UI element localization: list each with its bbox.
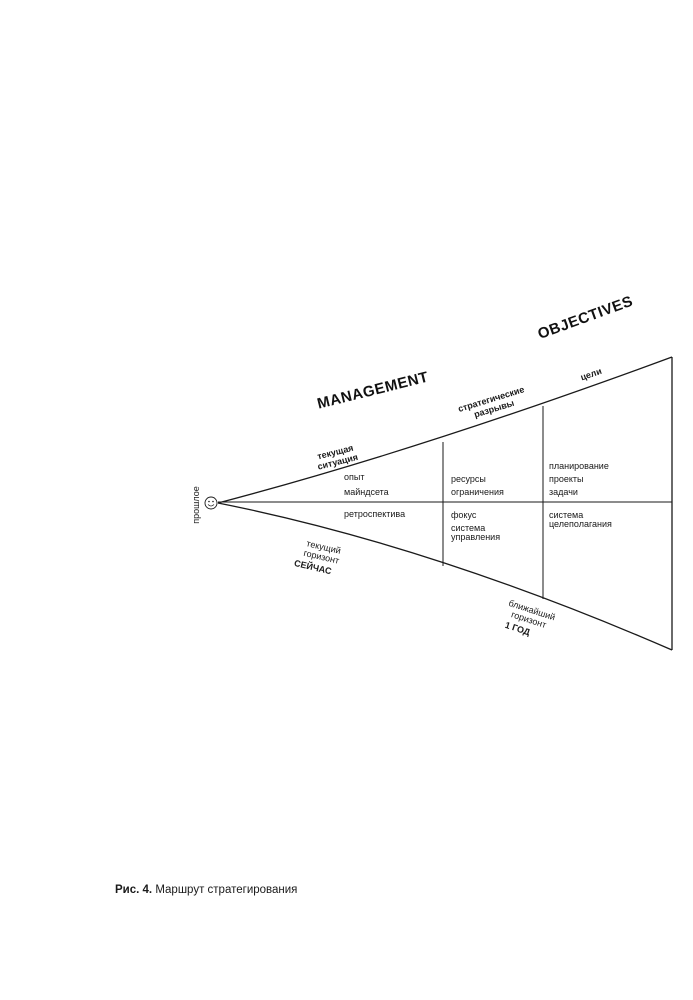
figure-number: Рис. 4. (115, 884, 153, 896)
past-label: прошлое (191, 486, 201, 523)
management-title: MANAGEMENT (315, 369, 430, 413)
funnel-upper-curve (217, 356, 673, 504)
smiley-icon (204, 496, 218, 510)
cell-projects: проекты (549, 474, 584, 484)
objectives-title: OBJECTIVES (536, 293, 636, 343)
cell-management-system-1: система (451, 523, 485, 533)
figure-caption-text: Маршрут стратегирования (155, 884, 298, 896)
cell-constraints: ограничения (451, 487, 504, 497)
cell-planning: планирование (549, 461, 609, 471)
cell-focus: фокус (451, 510, 477, 520)
current-horizon-label: текущий горизонт СЕЙЧАС (293, 538, 342, 576)
near-horizon-label: ближайший горизонт 1 ГОД (504, 598, 557, 638)
cell-tasks: задачи (549, 487, 578, 497)
cell-goal-setting-1: система (549, 510, 583, 520)
cell-management-system-2: управления (451, 532, 500, 542)
goals-label: цели (579, 366, 603, 383)
cell-experience: опыт (344, 472, 364, 482)
cell-resources: ресурсы (451, 474, 486, 484)
cell-goal-setting-2: целеполагания (549, 519, 612, 529)
current-situation-label: текущая ситуация (316, 443, 359, 472)
funnel-lower-curve (217, 502, 673, 651)
cell-mindset: майндсета (344, 487, 389, 497)
cell-retrospective: ретроспектива (344, 509, 405, 519)
strategic-gaps-label: стратегические разрывы (457, 384, 526, 419)
figure-caption: Рис. 4. Маршрут стратегирования (115, 884, 297, 896)
